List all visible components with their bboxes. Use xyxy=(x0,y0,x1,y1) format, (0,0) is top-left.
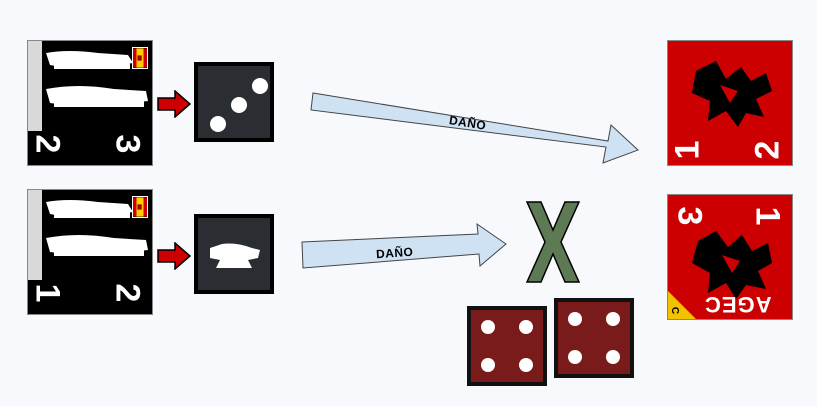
unit-right-value: 2 xyxy=(108,283,147,303)
soldiers-silhouette xyxy=(28,41,148,131)
enemy-value-1a: 1 xyxy=(668,140,707,160)
red-arrow-icon xyxy=(157,242,191,270)
red-die-four-2 xyxy=(554,298,634,378)
spain-flag-icon xyxy=(132,47,148,69)
red-die-four-1 xyxy=(467,306,547,386)
damage-label-2: DAÑO xyxy=(375,244,414,262)
miss-x-icon xyxy=(525,201,581,283)
enemy-value-2a: 3 xyxy=(670,206,709,226)
player-unit-counter-1: 2 3 xyxy=(27,40,153,166)
die-soldier-symbol xyxy=(194,214,274,294)
red-arrow-icon xyxy=(157,90,191,118)
spain-flag-icon xyxy=(132,196,148,218)
enemy-soldier-figure xyxy=(692,231,772,299)
damage-arrow-2 xyxy=(301,222,507,269)
soldiers-silhouette xyxy=(28,190,148,280)
unit-right-value: 3 xyxy=(108,134,147,154)
enemy-soldier-figure xyxy=(692,61,772,127)
enemy-counter-2: 3 1 AGEC C xyxy=(667,194,793,320)
enemy-value-1b: 2 xyxy=(748,140,787,160)
soldier-silhouette-icon xyxy=(210,243,260,268)
enemy-value-2b: 1 xyxy=(748,206,787,226)
player-unit-counter-2: 1 2 xyxy=(27,189,153,315)
unit-left-value: 2 xyxy=(28,134,67,154)
unit-left-value: 1 xyxy=(28,283,67,303)
tag-letter: C xyxy=(669,306,681,315)
die-three-pips xyxy=(194,62,274,142)
enemy-unit-code: AGEC xyxy=(704,292,772,317)
yellow-corner-tag xyxy=(668,291,696,319)
damage-arrow-1 xyxy=(310,92,639,164)
enemy-counter-1: 1 2 xyxy=(667,40,793,166)
